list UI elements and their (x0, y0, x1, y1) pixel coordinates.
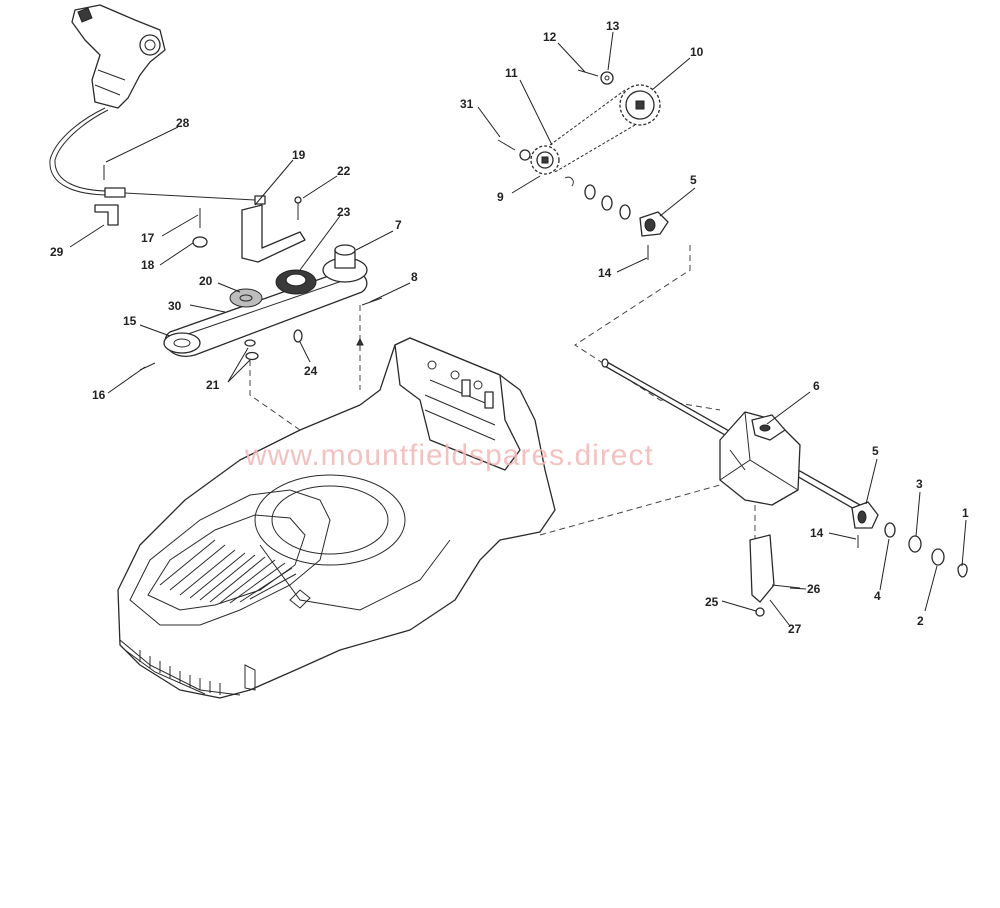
callout-5-lower: 5 (872, 444, 879, 458)
deck-ribs (159, 539, 297, 604)
callout-26: 26 (807, 582, 821, 596)
drive-lever-19 (241, 204, 306, 263)
washer-3 (908, 535, 922, 553)
engine-pulley-7 (322, 244, 368, 283)
washer-2 (931, 548, 945, 566)
mower-deck (117, 337, 556, 699)
spacer-washers (564, 176, 631, 220)
bushing-18 (192, 236, 208, 248)
guide-line-deck (539, 484, 721, 536)
guide-line-belt (249, 360, 301, 431)
callout-12: 12 (543, 30, 557, 44)
callout-11: 11 (505, 66, 518, 80)
callout-labels: 1 2 3 4 5 5 6 7 8 9 10 11 12 13 14 14 15… (50, 19, 969, 636)
callout-22: 22 (337, 164, 351, 178)
callout-4: 4 (874, 589, 881, 603)
bracket-27 (749, 534, 775, 603)
gearbox-6 (719, 411, 801, 506)
watermark-text: www.mountfieldspares.direct (244, 439, 654, 472)
callout-30: 30 (168, 299, 182, 313)
deck-front-vents (139, 650, 221, 695)
bolt-12 (577, 69, 599, 77)
cable-bracket-29 (94, 204, 119, 226)
pulley-20 (229, 288, 263, 308)
pulley-15 (163, 332, 201, 354)
callout-23: 23 (337, 205, 351, 219)
callout-31: 31 (460, 97, 474, 111)
callout-25: 25 (705, 595, 719, 609)
callout-29: 29 (50, 245, 64, 259)
callout-16: 16 (92, 388, 106, 402)
callout-28: 28 (176, 116, 190, 130)
callout-10: 10 (690, 45, 704, 59)
callout-8: 8 (411, 270, 418, 284)
chain-11 (549, 89, 636, 173)
callout-1: 1 (962, 506, 969, 520)
bolt-31 (497, 139, 531, 161)
callout-18: 18 (141, 258, 155, 272)
callout-15: 15 (123, 314, 137, 328)
bearing-5-upper (639, 211, 669, 237)
callout-27: 27 (788, 622, 802, 636)
clip-1 (957, 563, 968, 578)
spring-26 (771, 584, 801, 589)
washer-4 (884, 522, 896, 538)
callout-13: 13 (606, 19, 620, 33)
callout-14-lower: 14 (810, 526, 824, 540)
washers-21 (244, 339, 259, 361)
callout-6: 6 (813, 379, 820, 393)
nut-24 (293, 329, 303, 343)
leader-lines (69, 31, 967, 627)
sprocket-9 (530, 145, 560, 175)
callout-9: 9 (497, 190, 504, 204)
pulley-23 (275, 269, 317, 295)
washer-13 (600, 71, 614, 85)
callout-19: 19 (292, 148, 306, 162)
callout-3: 3 (916, 477, 923, 491)
callout-24: 24 (304, 364, 318, 378)
callout-14-upper: 14 (598, 266, 612, 280)
callout-2: 2 (917, 614, 924, 628)
screw-25 (755, 607, 765, 617)
callout-17: 17 (141, 231, 155, 245)
callout-20: 20 (199, 274, 213, 288)
sprocket-10 (619, 84, 661, 126)
drive-cable (49, 107, 266, 205)
callout-7: 7 (395, 218, 402, 232)
bearing-5-lower (851, 501, 879, 529)
callout-21: 21 (206, 378, 220, 392)
callout-5-upper: 5 (690, 173, 697, 187)
drive-control-lever (71, 4, 166, 109)
